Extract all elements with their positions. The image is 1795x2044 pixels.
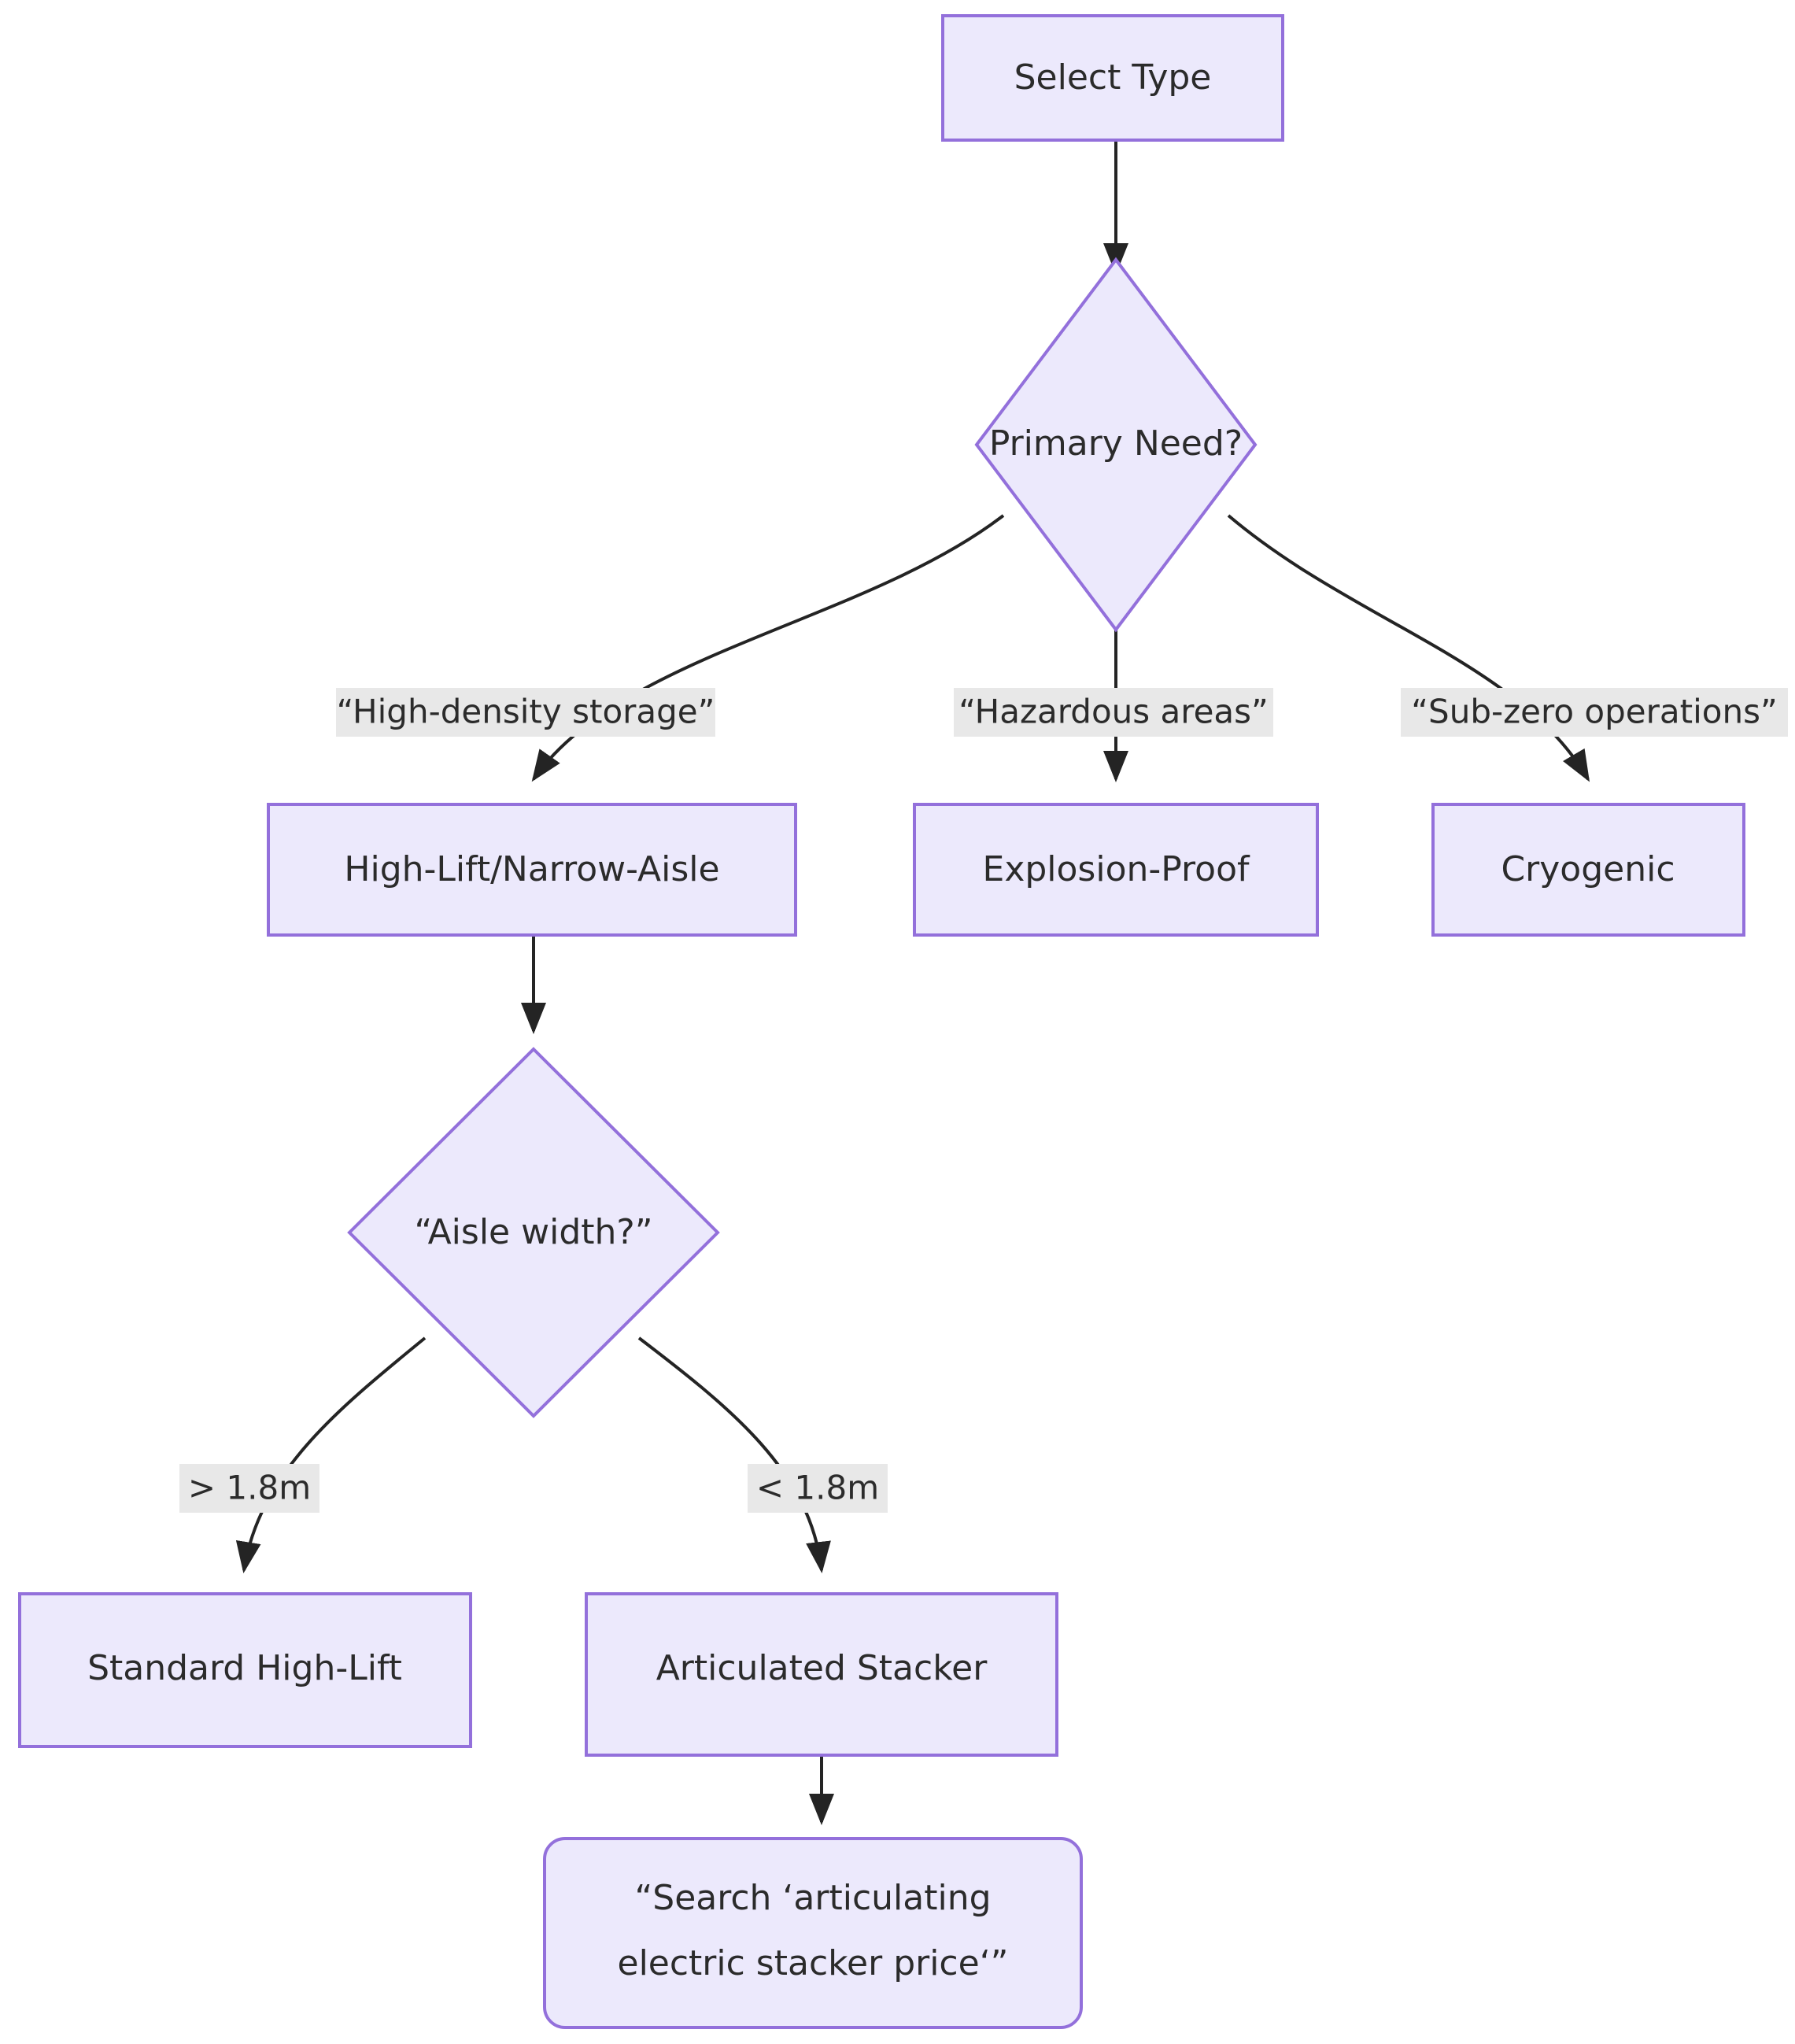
node-explosion-proof-label: Explosion-Proof [983, 849, 1250, 889]
edge-label-hazardous-areas-bg [954, 688, 1273, 737]
edge-label-high-density-storage-bg [336, 688, 715, 737]
edge-label-group: “High-density storage” “Hazardous areas”… [179, 688, 1788, 1513]
edge-aisle-width-to-articulated-stacker [637, 1336, 831, 1573]
node-standard-high-lift[interactable]: Standard High-Lift [18, 1592, 472, 1748]
edge-label-greater-than-1-8m: > 1.8m [179, 1464, 319, 1513]
edge-label-hazardous-areas: “Hazardous areas” [954, 688, 1273, 737]
edge-label-less-than-1-8m-text: < 1.8m [756, 1469, 879, 1507]
node-high-lift-narrow-aisle-shape[interactable] [267, 803, 797, 937]
node-articulated-stacker[interactable]: Articulated Stacker [585, 1592, 1058, 1757]
node-aisle-width-shape[interactable] [347, 1047, 720, 1418]
edge-label-less-than-1-8m-bg [748, 1464, 888, 1513]
node-articulated-stacker-label: Articulated Stacker [656, 1648, 988, 1688]
edge-label-less-than-1-8m: < 1.8m [748, 1464, 888, 1513]
edge-aisle-width-to-standard-high-lift [235, 1336, 427, 1573]
node-search-query-shape[interactable] [543, 1837, 1083, 2029]
node-high-lift-narrow-aisle-label: High-Lift/Narrow-Aisle [344, 849, 719, 889]
node-primary-need-label: Primary Need? [989, 423, 1243, 464]
node-cryogenic[interactable]: Cryogenic [1431, 803, 1745, 937]
node-aisle-width-label: “Aisle width?” [414, 1212, 652, 1252]
edge-label-high-density-storage-text: “High-density storage” [337, 693, 715, 731]
node-select-type-label: Select Type [1014, 57, 1212, 98]
edge-label-sub-zero-operations-text: “Sub-zero operations” [1411, 693, 1777, 731]
node-explosion-proof-shape[interactable] [913, 803, 1319, 937]
edge-label-sub-zero-operations: “Sub-zero operations” [1401, 688, 1788, 737]
node-select-type[interactable]: Select Type [941, 14, 1284, 142]
node-standard-high-lift-shape[interactable] [18, 1592, 472, 1748]
node-standard-high-lift-label: Standard High-Lift [87, 1648, 402, 1688]
node-cryogenic-shape[interactable] [1431, 803, 1745, 937]
node-aisle-width[interactable]: “Aisle width?” [347, 1047, 720, 1418]
node-search-query[interactable]: “Search ‘articulating electric stacker p… [543, 1837, 1083, 2029]
node-select-type-shape[interactable] [941, 14, 1284, 142]
edge-label-hazardous-areas-text: “Hazardous areas” [958, 693, 1269, 731]
edge-label-greater-than-1-8m-text: > 1.8m [188, 1469, 311, 1507]
node-search-query-label-line1: “Search ‘articulating [634, 1878, 991, 1918]
node-cryogenic-label: Cryogenic [1501, 849, 1675, 889]
edge-label-high-density-storage: “High-density storage” [336, 688, 715, 737]
node-search-query-label-line2: electric stacker price‘” [618, 1943, 1009, 1983]
edge-label-sub-zero-operations-bg [1401, 688, 1788, 737]
node-explosion-proof[interactable]: Explosion-Proof [913, 803, 1319, 937]
edge-label-greater-than-1-8m-bg [179, 1464, 319, 1513]
node-high-lift-narrow-aisle[interactable]: High-Lift/Narrow-Aisle [267, 803, 797, 937]
node-primary-need-shape[interactable] [974, 257, 1258, 633]
node-primary-need[interactable]: Primary Need? [974, 257, 1258, 633]
node-articulated-stacker-shape[interactable] [585, 1592, 1058, 1757]
